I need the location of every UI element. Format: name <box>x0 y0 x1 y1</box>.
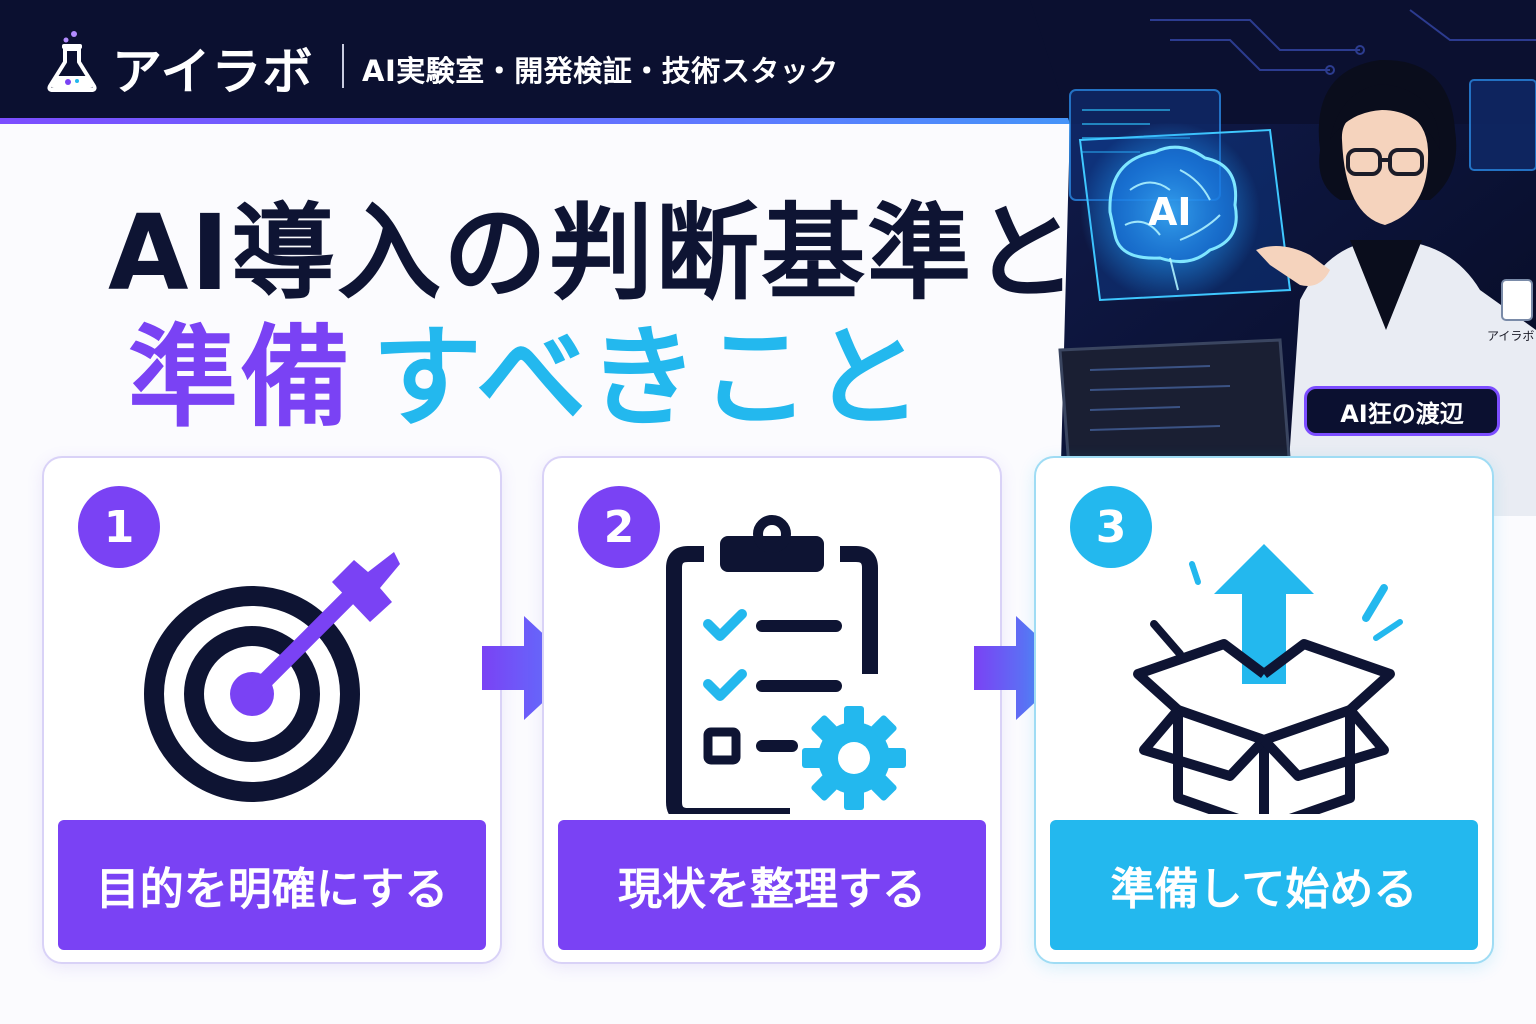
step-number-2: 2 <box>578 486 660 568</box>
step-number-1: 1 <box>78 486 160 568</box>
header-tagline: AI実験室・開発検証・技術スタック <box>362 54 839 88</box>
step-label-1: 目的を明確にする <box>58 820 486 950</box>
hero-illustration: AI アイラボ <box>1030 0 1536 516</box>
headline-highlight-cyan: すべきこと <box>372 314 925 442</box>
arrow-right-icon <box>482 616 580 720</box>
hero-screen-text: AI <box>1148 190 1192 234</box>
headline-line1: AI導入の判断基準と <box>108 192 1080 314</box>
coat-logo-text: アイラボ <box>1487 329 1534 343</box>
header-accent-line <box>0 118 1536 124</box>
open-box-arrow-up-icon <box>1133 544 1403 814</box>
name-badge: AI狂の渡辺 <box>1304 386 1500 436</box>
gear-icon <box>802 706 906 810</box>
target-icon <box>144 552 400 802</box>
clipboard-checklist-gear-icon <box>666 515 906 814</box>
step-card-2[interactable]: 2 現状を整理する <box>542 456 1002 964</box>
step-card-1[interactable]: 1 目的を明確にする <box>42 456 502 964</box>
step-label-3: 準備して始める <box>1050 820 1478 950</box>
step-label-2: 現状を整理する <box>558 820 986 950</box>
headline-highlight-purple: 準備 <box>128 314 352 442</box>
header-divider <box>342 44 344 88</box>
step-number-3: 3 <box>1070 486 1152 568</box>
step-card-3[interactable]: 3 準備して始める <box>1034 456 1494 964</box>
brand-name[interactable]: アイラボ <box>112 43 314 101</box>
arrow-right-icon <box>974 616 1072 720</box>
headline-line2: 準備すべきこと <box>128 288 924 448</box>
flask-icon <box>47 31 97 92</box>
